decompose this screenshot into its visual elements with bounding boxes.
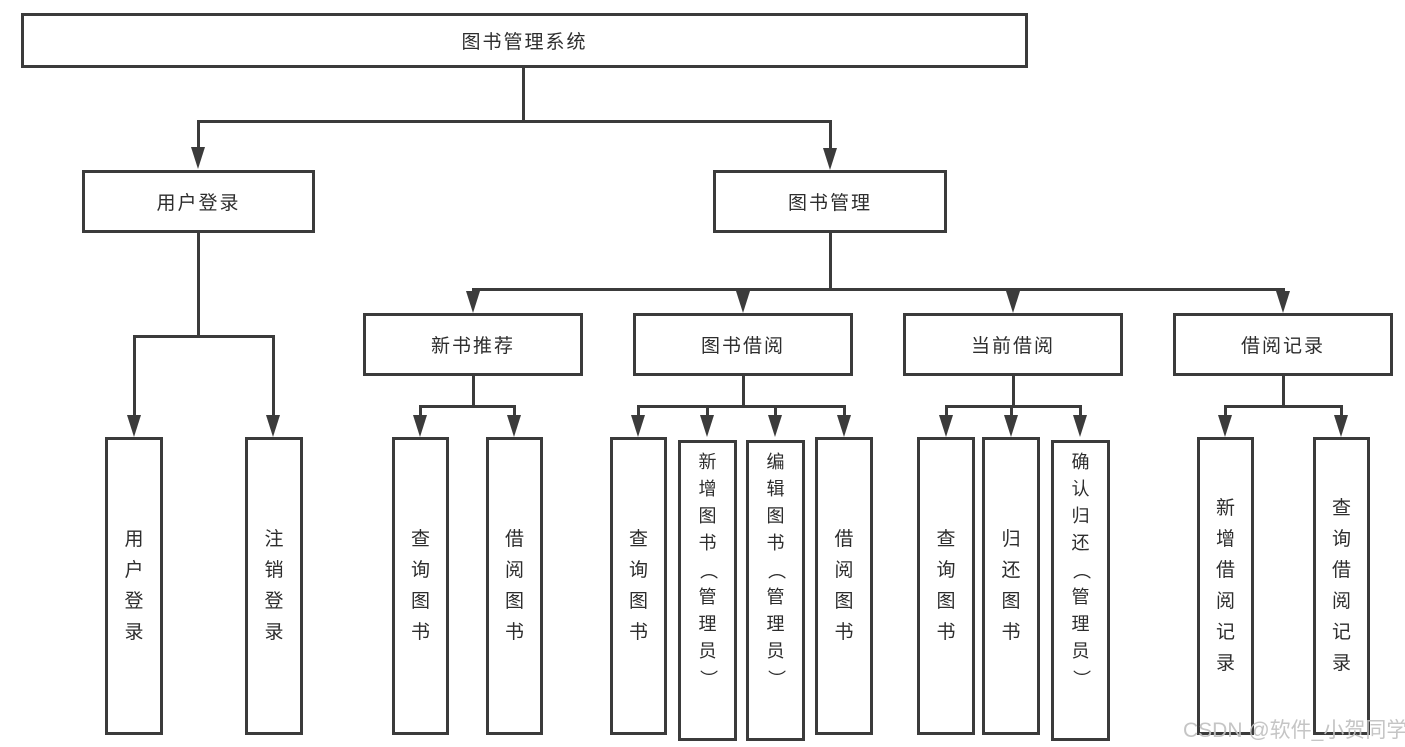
connector-hline bbox=[637, 405, 845, 408]
connector-vline bbox=[1340, 405, 1343, 415]
connector-vline bbox=[1079, 405, 1082, 415]
node-book-borrowing-label: 图书借阅 bbox=[700, 336, 785, 357]
connector-vline bbox=[1012, 288, 1015, 293]
node-book-borrowing: 图书借阅 bbox=[633, 313, 853, 376]
connector-vline bbox=[742, 376, 745, 405]
connector-hline bbox=[472, 288, 1284, 291]
arrow-down-icon bbox=[1334, 415, 1348, 437]
connector-hline bbox=[945, 405, 1081, 408]
node-leaf-add-books-admin-label: 新增图书（管理员） bbox=[698, 452, 718, 688]
node-leaf-query-books-borrow-label: 查询图书 bbox=[628, 529, 648, 643]
node-leaf-query-books-recommend-label: 查询图书 bbox=[410, 529, 430, 643]
connector-vline bbox=[472, 288, 475, 293]
node-leaf-user-login: 用户登录 bbox=[105, 437, 163, 735]
node-current-borrowing-label: 当前借阅 bbox=[970, 336, 1055, 357]
node-leaf-borrow-books-recommend-label: 借阅图书 bbox=[504, 529, 524, 643]
arrow-down-icon bbox=[736, 291, 750, 313]
arrow-down-icon bbox=[823, 148, 837, 170]
arrow-down-icon bbox=[1006, 291, 1020, 313]
node-leaf-confirm-return-admin: 确认归还（管理员） bbox=[1051, 440, 1110, 741]
connector-vline bbox=[472, 376, 475, 405]
node-leaf-borrow-books-recommend: 借阅图书 bbox=[486, 437, 543, 735]
node-leaf-add-borrow-record-label: 新增借阅记录 bbox=[1215, 498, 1235, 674]
connector-vline bbox=[774, 405, 777, 415]
connector-vline bbox=[419, 405, 422, 415]
node-leaf-query-borrow-record-label: 查询借阅记录 bbox=[1331, 498, 1351, 674]
node-book-management-label: 图书管理 bbox=[787, 193, 872, 214]
connector-hline bbox=[419, 405, 516, 408]
arrow-down-icon bbox=[191, 147, 205, 169]
connector-vline bbox=[637, 405, 640, 415]
arrow-down-icon bbox=[1276, 291, 1290, 313]
node-user-login: 用户登录 bbox=[82, 170, 315, 233]
connector-vline bbox=[197, 120, 200, 148]
node-user-login-label: 用户登录 bbox=[156, 193, 241, 214]
connector-vline bbox=[843, 405, 846, 415]
arrow-down-icon bbox=[939, 415, 953, 437]
node-new-book-recommend-label: 新书推荐 bbox=[430, 336, 515, 357]
node-leaf-return-books: 归还图书 bbox=[982, 437, 1040, 735]
connector-hline bbox=[133, 335, 275, 338]
connector-vline bbox=[945, 405, 948, 415]
connector-vline bbox=[522, 66, 525, 120]
arrow-down-icon bbox=[507, 415, 521, 437]
node-current-borrowing: 当前借阅 bbox=[903, 313, 1123, 376]
node-leaf-logout-label: 注销登录 bbox=[264, 529, 284, 643]
connector-vline bbox=[272, 335, 275, 415]
connector-vline bbox=[1010, 405, 1013, 415]
node-leaf-user-login-label: 用户登录 bbox=[124, 529, 144, 643]
node-leaf-confirm-return-admin-label: 确认归还（管理员） bbox=[1071, 452, 1091, 688]
node-leaf-edit-books-admin-label: 编辑图书（管理员） bbox=[766, 452, 786, 688]
node-new-book-recommend: 新书推荐 bbox=[363, 313, 583, 376]
node-leaf-query-books-current: 查询图书 bbox=[917, 437, 975, 735]
arrow-down-icon bbox=[127, 415, 141, 437]
node-root-label: 图书管理系统 bbox=[461, 32, 588, 53]
node-leaf-add-books-admin: 新增图书（管理员） bbox=[678, 440, 737, 741]
node-leaf-borrow-books-borrow-label: 借阅图书 bbox=[834, 529, 854, 643]
connector-vline bbox=[706, 405, 709, 415]
arrow-down-icon bbox=[266, 415, 280, 437]
connector-vline bbox=[829, 120, 832, 148]
arrow-down-icon bbox=[1004, 415, 1018, 437]
arrow-down-icon bbox=[631, 415, 645, 437]
node-borrowing-records-label: 借阅记录 bbox=[1240, 336, 1325, 357]
watermark: CSDN @软件_小贺同学 bbox=[1183, 719, 1405, 742]
arrow-down-icon bbox=[466, 291, 480, 313]
node-leaf-query-books-recommend: 查询图书 bbox=[392, 437, 449, 735]
connector-vline bbox=[197, 233, 200, 335]
arrow-down-icon bbox=[700, 415, 714, 437]
node-root: 图书管理系统 bbox=[21, 13, 1028, 68]
connector-vline bbox=[1012, 376, 1015, 405]
node-leaf-borrow-books-borrow: 借阅图书 bbox=[815, 437, 873, 735]
arrow-down-icon bbox=[1073, 415, 1087, 437]
arrow-down-icon bbox=[413, 415, 427, 437]
connector-vline bbox=[742, 288, 745, 293]
connector-vline bbox=[513, 405, 516, 415]
connector-vline bbox=[133, 335, 136, 415]
connector-hline bbox=[197, 120, 831, 123]
connector-vline bbox=[1224, 405, 1227, 415]
node-leaf-query-books-current-label: 查询图书 bbox=[936, 529, 956, 643]
node-borrowing-records: 借阅记录 bbox=[1173, 313, 1393, 376]
node-leaf-logout: 注销登录 bbox=[245, 437, 303, 735]
connector-vline bbox=[1282, 376, 1285, 405]
connector-vline bbox=[829, 233, 832, 288]
connector-vline bbox=[1282, 288, 1285, 293]
node-leaf-return-books-label: 归还图书 bbox=[1001, 529, 1021, 643]
node-leaf-edit-books-admin: 编辑图书（管理员） bbox=[746, 440, 805, 741]
node-leaf-query-borrow-record: 查询借阅记录 bbox=[1313, 437, 1370, 735]
node-leaf-add-borrow-record: 新增借阅记录 bbox=[1197, 437, 1254, 735]
connector-hline bbox=[1224, 405, 1343, 408]
arrow-down-icon bbox=[768, 415, 782, 437]
node-leaf-query-books-borrow: 查询图书 bbox=[610, 437, 667, 735]
arrow-down-icon bbox=[1218, 415, 1232, 437]
node-book-management: 图书管理 bbox=[713, 170, 947, 233]
arrow-down-icon bbox=[837, 415, 851, 437]
